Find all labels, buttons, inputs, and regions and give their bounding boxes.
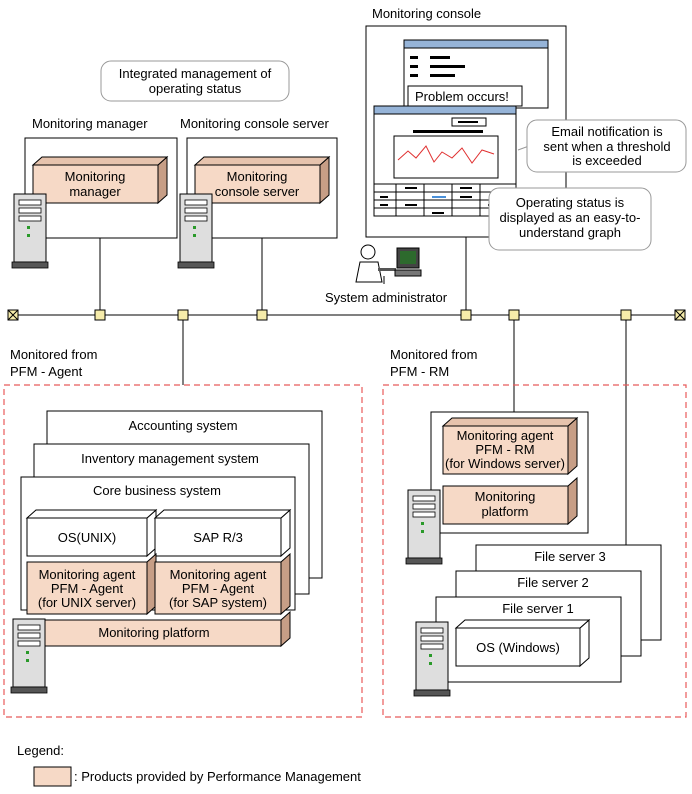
agent-sap-line1: Monitoring agent bbox=[170, 567, 267, 582]
integrated-callout-line2: operating status bbox=[149, 81, 242, 96]
agent-sap-line3: (for SAP system) bbox=[169, 595, 267, 610]
os-windows-box bbox=[454, 618, 591, 668]
rm-agent-box bbox=[441, 416, 579, 476]
administrator-label: System administrator bbox=[325, 290, 448, 305]
accounting-system-label: Accounting system bbox=[128, 418, 237, 433]
os-unix-box bbox=[25, 508, 158, 558]
file-server-2-label: File server 2 bbox=[517, 575, 589, 590]
network-node bbox=[508, 309, 520, 321]
rm-agent-line3: (for Windows server) bbox=[445, 456, 565, 471]
console-server-title: Monitoring console server bbox=[180, 116, 330, 131]
email-callout-line3: is exceeded bbox=[572, 153, 641, 168]
graph-callout-line1: Operating status is bbox=[516, 195, 625, 210]
agent-unix-box bbox=[26, 552, 157, 616]
console-server-box-line1: Monitoring bbox=[227, 169, 288, 184]
rm-server-icon bbox=[405, 489, 443, 565]
manager-box-line2: manager bbox=[69, 184, 121, 199]
graph-callout-line2: displayed as an easy-to- bbox=[500, 210, 641, 225]
agent-platform-label: Monitoring platform bbox=[98, 625, 209, 640]
problem-message: Problem occurs! bbox=[415, 89, 509, 104]
manager-product-box bbox=[31, 155, 169, 205]
network-terminator-left bbox=[7, 309, 19, 321]
rm-side-title-line2: PFM - RM bbox=[390, 364, 449, 379]
agent-unix-line1: Monitoring agent bbox=[39, 567, 136, 582]
file-server-icon bbox=[413, 621, 451, 697]
rm-platform-box bbox=[442, 476, 578, 526]
legend-swatch bbox=[33, 766, 72, 787]
console-server-icon bbox=[177, 193, 215, 269]
sap-label: SAP R/3 bbox=[193, 530, 243, 545]
file-server-1-label: File server 1 bbox=[502, 601, 574, 616]
rm-side-boundary bbox=[382, 384, 687, 718]
manager-server-icon bbox=[11, 193, 49, 269]
sap-box bbox=[153, 508, 292, 558]
os-windows-label: OS (Windows) bbox=[476, 640, 560, 655]
network-node bbox=[620, 309, 632, 321]
inventory-system-label: Inventory management system bbox=[81, 451, 259, 466]
email-callout-line1: Email notification is bbox=[551, 124, 663, 139]
console-server-product-box bbox=[193, 155, 331, 205]
manager-title: Monitoring manager bbox=[32, 116, 148, 131]
core-business-label: Core business system bbox=[93, 483, 221, 498]
network-terminator-right bbox=[674, 309, 686, 321]
network-node bbox=[460, 309, 472, 321]
graph-callout-line3: understand graph bbox=[519, 225, 621, 240]
agent-unix-line2: PFM - Agent bbox=[51, 581, 124, 596]
agent-sap-line2: PFM - Agent bbox=[182, 581, 255, 596]
integrated-callout bbox=[100, 60, 290, 102]
integrated-callout-line1: Integrated management of bbox=[119, 66, 272, 81]
agent-platform-box bbox=[26, 610, 291, 648]
agent-sap-box bbox=[154, 552, 291, 616]
console-server-box-line2: console server bbox=[215, 184, 300, 199]
rm-agent-line2: PFM - RM bbox=[475, 442, 534, 457]
network-node bbox=[94, 309, 106, 321]
os-unix-label: OS(UNIX) bbox=[58, 530, 117, 545]
email-callout-line2: sent when a threshold bbox=[543, 139, 670, 154]
rm-platform-line1: Monitoring bbox=[475, 489, 536, 504]
administrator-icon bbox=[355, 244, 422, 284]
agent-side-title-line1: Monitored from bbox=[10, 347, 97, 362]
graph-callout bbox=[488, 187, 652, 251]
legend-title: Legend: bbox=[17, 743, 64, 758]
agent-side-title-line2: PFM - Agent bbox=[10, 364, 83, 379]
console-title: Monitoring console bbox=[372, 6, 481, 21]
email-callout bbox=[526, 119, 687, 173]
agent-unix-line3: (for UNIX server) bbox=[38, 595, 136, 610]
manager-box-line1: Monitoring bbox=[65, 169, 126, 184]
file-server-3-label: File server 3 bbox=[534, 549, 606, 564]
agent-side-boundary bbox=[3, 384, 363, 718]
agent-server-icon bbox=[10, 618, 48, 694]
rm-agent-line1: Monitoring agent bbox=[457, 428, 554, 443]
network-node bbox=[256, 309, 268, 321]
rm-side-title-line1: Monitored from bbox=[390, 347, 477, 362]
legend-item: : Products provided by Performance Manag… bbox=[74, 769, 361, 784]
rm-platform-line2: platform bbox=[482, 504, 529, 519]
network-node bbox=[177, 309, 189, 321]
